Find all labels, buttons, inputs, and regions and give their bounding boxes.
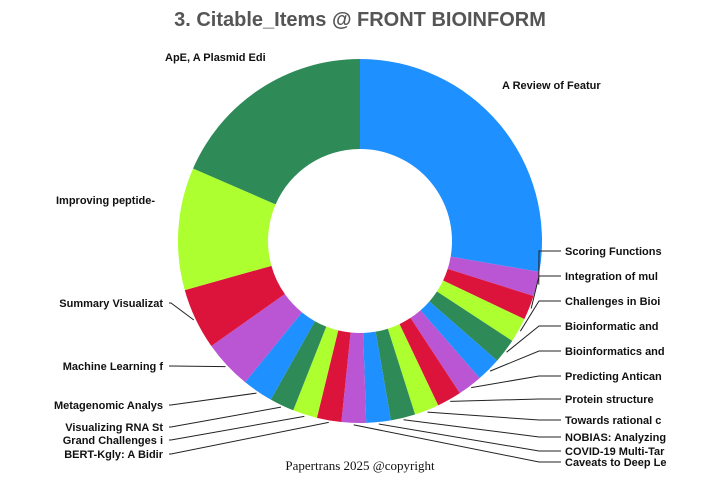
leader-lines-group [169,250,561,463]
slice-label: Towards rational c [565,415,661,427]
donut-slice [436,280,525,341]
slice-label: Challenges in Bioi [565,296,660,308]
slice-label: Improving peptide- [56,195,155,207]
slice-label: Visualizing RNA St [65,422,163,434]
slice-label: Grand Challenges i [63,435,163,447]
slice-label: Integration of mul [565,271,658,283]
donut-slice [184,265,285,346]
donut-slice [375,328,416,421]
copyright-footer: Papertrans 2025 @copyright [285,458,435,473]
leader-line [530,275,561,309]
leader-line [427,411,561,421]
donut-slice [410,310,480,394]
leader-line [353,424,561,463]
leader-line [169,302,195,321]
leader-line [169,415,305,441]
slice-label: BERT-Kgly: A Bidir [64,449,164,461]
leader-line [489,350,561,372]
slice-label: Scoring Functions [565,246,662,258]
donut-slice [211,294,302,383]
donut-slice [429,291,513,361]
slice-label: Bioinformatics and [565,346,665,358]
donut-slice [387,324,439,415]
slice-label: ApE, A Plasmid Edi [165,52,266,64]
donut-slice [399,317,460,406]
slice-label: A Review of Featur [502,80,601,92]
leader-line [169,406,282,428]
leader-line [450,398,561,402]
donut-slice [245,312,315,400]
slices-group [177,59,542,423]
donut-slice [363,331,391,423]
slice-label: Machine Learning f [63,361,164,373]
donut-slice [177,168,276,291]
donut-slice [316,330,351,423]
leader-line [471,375,561,389]
leader-line [538,250,561,285]
slice-label: COVID-19 Multi-Tar [565,446,665,458]
leader-line [169,421,329,455]
slice-label: Metagenomic Analys [54,400,163,412]
slice-label: NOBIAS: Analyzing [565,432,666,444]
slice-label: Bioinformatic and [565,321,659,333]
slice-label: Caveats to Deep Le [565,457,666,469]
leader-line [169,365,226,368]
slice-label: Predicting Antican [565,371,662,383]
donut-slice [270,321,327,411]
leader-line [519,300,561,332]
leader-line [403,419,561,438]
slice-label: Summary Visualizat [59,298,163,310]
donut-slice [420,301,498,379]
donut-slice [193,59,360,205]
leader-line [506,325,561,353]
donut-slice [360,59,542,272]
donut-slice [341,332,367,423]
chart-title: 3. Citable_Items @ FRONT BIOINFORM [174,9,546,31]
donut-slice [443,268,534,320]
donut-slice [447,256,540,297]
slice-label: Protein structure [565,394,654,406]
leader-line [378,423,561,452]
leader-line [169,392,257,406]
donut-slice [293,326,339,418]
